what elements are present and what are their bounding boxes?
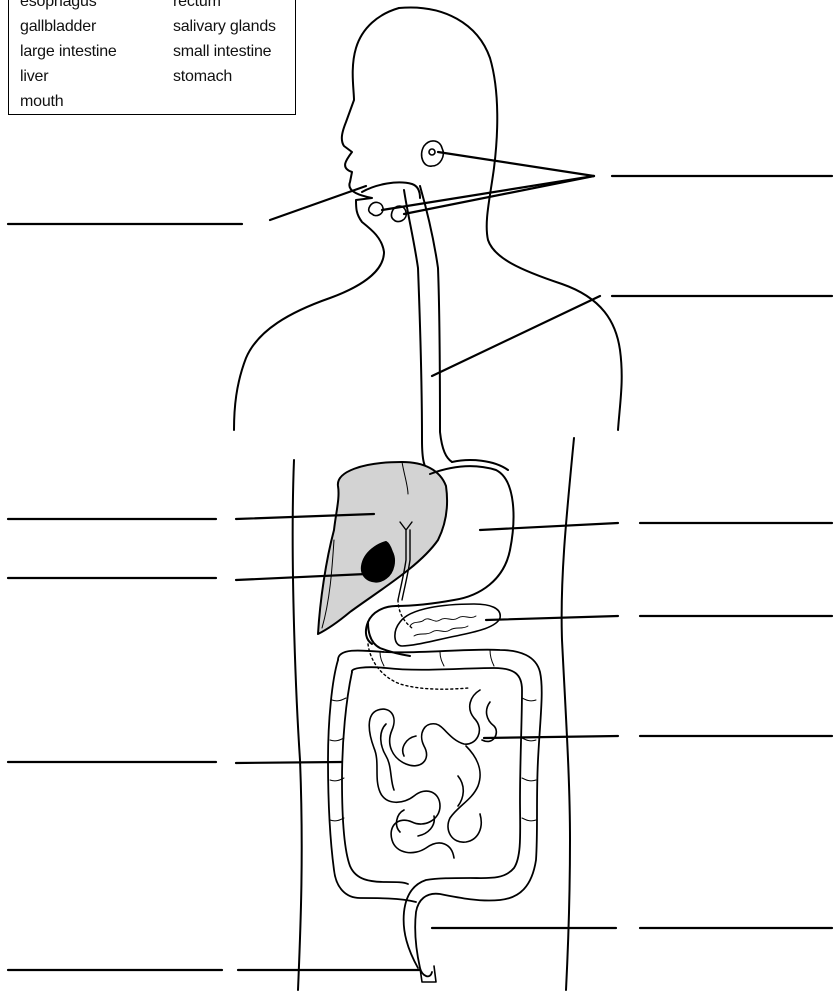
oral-cavity-outline xyxy=(362,182,420,198)
pointer-salivary-glands-1 xyxy=(438,152,594,176)
esophagus-right-wall xyxy=(420,186,452,462)
word-bank-term: mouth xyxy=(20,89,117,114)
sublingual-gland-icon xyxy=(369,202,383,215)
torso-right-side xyxy=(562,438,574,990)
word-bank-right-column: rectum salivary glands small intestine s… xyxy=(173,0,276,89)
pointer-stomach xyxy=(480,523,618,530)
word-bank-term: liver xyxy=(20,64,117,89)
gland-detail xyxy=(429,149,435,155)
word-bank-term: esophagus xyxy=(20,0,117,14)
parotid-gland-icon xyxy=(422,141,444,166)
pointer-mouth xyxy=(270,186,366,220)
esophagus-left-wall xyxy=(404,190,430,474)
pointer-small-intestine xyxy=(484,736,618,738)
word-bank-left-column: esophagus gallbladder large intestine li… xyxy=(20,0,117,114)
large-intestine-inner xyxy=(352,667,522,968)
word-bank-term: rectum xyxy=(173,0,276,14)
body-outline-back xyxy=(399,7,622,430)
word-bank-term: small intestine xyxy=(173,39,276,64)
word-bank: esophagus gallbladder large intestine li… xyxy=(8,0,296,115)
colon-haustra xyxy=(330,650,536,821)
word-bank-term: stomach xyxy=(173,64,276,89)
pointer-pancreas xyxy=(486,616,618,620)
pointer-salivary-glands-3 xyxy=(404,176,594,214)
word-bank-term: gallbladder xyxy=(20,14,117,39)
pointer-esophagus xyxy=(432,296,600,376)
colon-ascending xyxy=(328,660,416,902)
torso-left-side xyxy=(293,460,302,990)
word-bank-term: salivary glands xyxy=(173,14,276,39)
word-bank-term: large intestine xyxy=(20,39,117,64)
pointer-large-intestine xyxy=(236,762,342,763)
